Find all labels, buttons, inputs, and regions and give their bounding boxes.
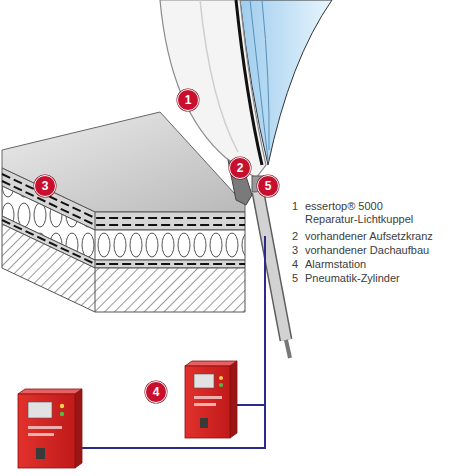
- part-name: Pneumatik-Zylinder: [305, 272, 400, 285]
- dome-frame: [160, 0, 266, 178]
- callout-number: 4: [153, 386, 160, 398]
- callout-number: 5: [265, 180, 272, 192]
- callout-circle: 1: [177, 89, 199, 111]
- part-name: vorhandener Aufsetzkranz: [305, 230, 433, 243]
- list-number: 1: [292, 200, 298, 213]
- callout-number: 1: [185, 94, 192, 106]
- alarm-station: [185, 361, 237, 438]
- pneumatic-cylinder: [252, 176, 290, 358]
- callout-circle: 5: [257, 175, 279, 197]
- callout-circle: 2: [229, 157, 251, 179]
- roof-slab: [2, 112, 245, 312]
- list-number: 3: [292, 244, 298, 257]
- alarm-station: [18, 389, 82, 468]
- callout-number: 3: [42, 180, 49, 192]
- part-name: essertop® 5000 Reparatur-Lichtkuppel: [305, 200, 430, 226]
- list-number: 2: [292, 230, 298, 243]
- callout-circle: 4: [145, 381, 167, 403]
- part-name: vorhandener Dachaufbau: [305, 244, 429, 257]
- air-line: [78, 236, 265, 448]
- list-number: 5: [292, 272, 298, 285]
- callout-number: 2: [237, 162, 244, 174]
- callout-circle: 3: [34, 175, 56, 197]
- part-name: Alarmstation: [305, 258, 366, 271]
- list-number: 4: [292, 258, 298, 271]
